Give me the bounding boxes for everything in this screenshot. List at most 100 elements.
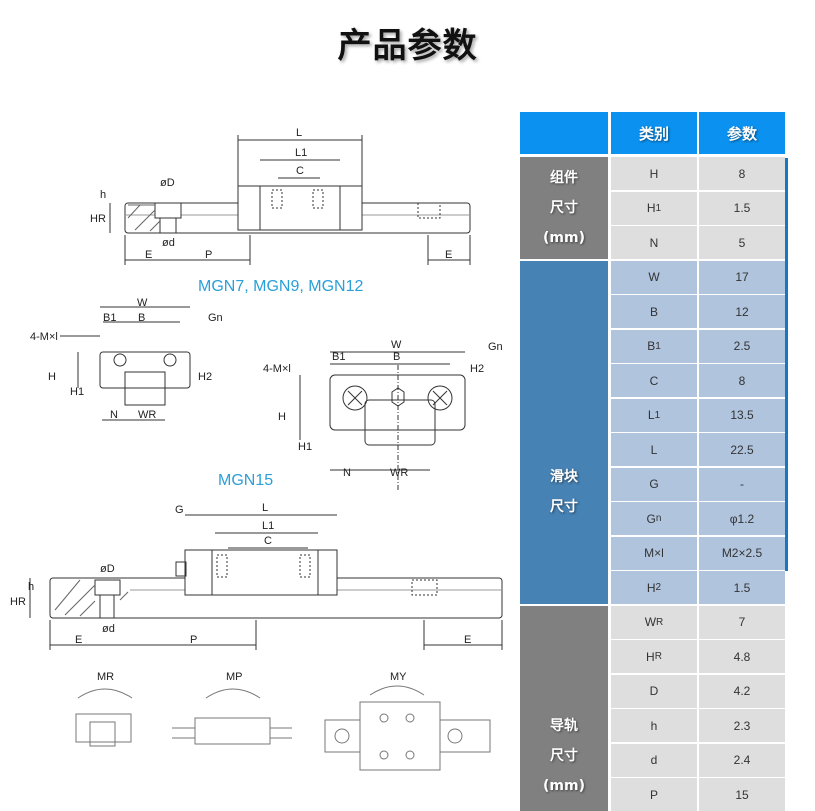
param-subscript: R — [656, 616, 664, 628]
param-value-cell: 1.5 — [699, 191, 785, 225]
param-value-cell: 2.4 — [699, 743, 785, 777]
param-subscript: R — [654, 651, 662, 662]
page-title: 产品参数 — [337, 26, 478, 66]
cross-section-large: W B1 B 4-M×l Gn H H1 H2 N WR — [263, 339, 503, 490]
svg-text:B1: B1 — [103, 312, 116, 324]
param-value-cell: 5 — [699, 226, 785, 259]
svg-text:h: h — [28, 581, 34, 593]
param-subscript: 2 — [655, 582, 662, 593]
param-symbol: B — [649, 304, 658, 319]
param-symbol: H — [646, 201, 656, 215]
param-value-cell: 22.5 — [699, 433, 785, 466]
param-symbol: M×l — [644, 546, 664, 560]
header-blank — [520, 112, 608, 154]
svg-text:H: H — [48, 371, 56, 383]
svg-text:C: C — [296, 165, 304, 177]
svg-text:B: B — [138, 312, 145, 324]
svg-text:L: L — [262, 502, 268, 514]
param-name-cell: C — [611, 364, 697, 397]
param-name-cell: M×l — [611, 536, 697, 570]
param-symbol: W — [644, 615, 657, 629]
group-label-line: 尺寸 — [550, 199, 578, 216]
svg-text:MR: MR — [97, 671, 114, 683]
param-value-cell: 2.5 — [699, 329, 785, 363]
param-value-cell: 8 — [699, 364, 785, 397]
param-symbol: L — [650, 442, 658, 457]
svg-text:MY: MY — [390, 671, 407, 683]
param-value-cell: 12 — [699, 295, 785, 328]
moment-diagrams: MR MP MY — [75, 671, 491, 771]
svg-text:øD: øD — [160, 177, 175, 189]
svg-text:Gn: Gn — [208, 312, 223, 324]
param-value-cell: 13.5 — [699, 398, 785, 432]
svg-text:HR: HR — [90, 213, 106, 225]
param-name-cell: h — [611, 709, 697, 742]
svg-text:WR: WR — [138, 409, 156, 421]
param-subscript: 1 — [655, 340, 661, 352]
param-name-cell: G — [611, 467, 697, 501]
svg-text:4-M×l: 4-M×l — [263, 363, 291, 375]
svg-text:Gn: Gn — [488, 341, 503, 353]
svg-text:L1: L1 — [262, 520, 274, 532]
svg-text:h: h — [100, 189, 106, 201]
param-name-cell: d — [611, 743, 697, 777]
svg-text:B: B — [393, 351, 400, 363]
param-symbol: H — [646, 649, 655, 664]
svg-text:WR: WR — [390, 467, 408, 479]
param-symbol: N — [649, 235, 659, 250]
param-symbol: L — [647, 408, 655, 422]
param-symbol: P — [649, 787, 658, 802]
svg-text:W: W — [391, 339, 402, 351]
param-symbol: G — [646, 511, 656, 526]
param-symbol: h — [650, 718, 658, 733]
param-subscript: n — [655, 513, 662, 524]
group-label-line: 滑块 — [550, 469, 578, 485]
svg-text:N: N — [110, 409, 118, 421]
param-symbol: H — [649, 166, 659, 181]
param-value-cell: - — [699, 467, 785, 501]
svg-text:E: E — [464, 634, 471, 646]
header-value: 参数 — [699, 112, 785, 154]
param-symbol: B — [647, 339, 656, 353]
svg-text:E: E — [445, 249, 452, 261]
param-symbol: D — [649, 684, 659, 698]
param-symbol: H — [646, 580, 656, 595]
param-value-cell: 4.8 — [699, 640, 785, 673]
param-value-cell: 8 — [699, 157, 785, 190]
param-name-cell: D — [611, 674, 697, 708]
param-symbol: G — [649, 477, 659, 491]
param-name-cell: W — [611, 260, 697, 294]
param-symbol: C — [649, 373, 659, 388]
svg-text:H2: H2 — [198, 371, 212, 383]
technical-drawing: L L1 C øD ød E P E h HR W B1 B 4-M×l Gn — [0, 110, 515, 810]
svg-text:HR: HR — [10, 596, 26, 608]
side-view-large: G L L1 C øD ød E P E h HR — [10, 502, 503, 650]
svg-text:H2: H2 — [470, 363, 484, 375]
svg-text:øD: øD — [100, 563, 115, 575]
group-label-line: (mm) — [543, 229, 585, 246]
param-symbol: W — [648, 270, 660, 284]
svg-text:ød: ød — [162, 237, 175, 249]
group-label-line: 组件 — [550, 169, 578, 186]
header-category: 类别 — [611, 112, 697, 154]
param-value-cell: 1.5 — [699, 571, 785, 604]
svg-text:4-M×l: 4-M×l — [30, 331, 58, 343]
svg-text:G: G — [175, 504, 184, 516]
caption-mgn7-9-12: MGN7, MGN9, MGN12 — [198, 278, 364, 295]
param-value-cell: 2.3 — [699, 709, 785, 742]
table-edge-accent — [785, 157, 788, 571]
param-name-cell: L — [611, 433, 697, 466]
side-view-small: L L1 C øD ød E P E h HR — [90, 127, 471, 265]
group-label: 滑块尺寸 — [520, 260, 608, 604]
svg-text:L1: L1 — [295, 147, 307, 159]
param-symbol: d — [650, 753, 658, 767]
param-name-cell: N — [611, 226, 697, 259]
group-label-line: 尺寸 — [550, 499, 578, 515]
param-name-cell: P — [611, 778, 697, 811]
group-label: 导轨尺寸(mm) — [520, 605, 608, 811]
